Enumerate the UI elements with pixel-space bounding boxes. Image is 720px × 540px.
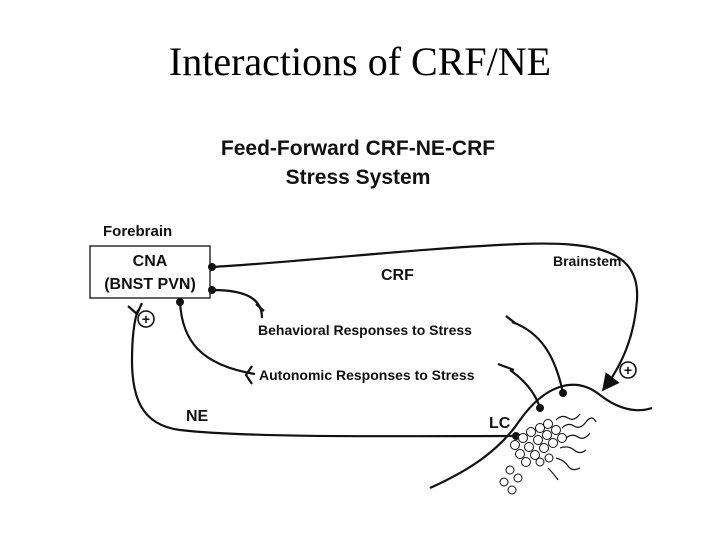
autonomic-fork-icon bbox=[244, 365, 253, 385]
lc-behavioral-fork-icon bbox=[505, 315, 516, 324]
cna-box bbox=[89, 245, 211, 299]
lc-behavioral-terminal bbox=[559, 389, 567, 397]
autonomic-pathway bbox=[178, 301, 256, 376]
behavioral-fork-icon bbox=[255, 303, 265, 312]
plus-sign-cna bbox=[137, 310, 155, 328]
brainstem-label: Brainstem bbox=[553, 253, 621, 269]
lc-autonomic-link bbox=[509, 369, 542, 409]
crf-label: CRF bbox=[381, 267, 414, 284]
lc-autonomic-terminal bbox=[536, 404, 544, 412]
crf-pathway-terminal bbox=[208, 263, 216, 271]
diagram-heading-line1: Feed-Forward CRF-NE-CRF bbox=[221, 137, 495, 160]
cna-box-line1: CNA bbox=[133, 253, 168, 270]
cna-box-line2: (BNST PVN) bbox=[104, 276, 196, 293]
crf-pathway bbox=[211, 242, 639, 392]
plus-sign-lc bbox=[619, 361, 637, 379]
lc-neuron-cluster bbox=[499, 419, 567, 495]
lc-behavioral-link bbox=[511, 320, 565, 394]
brainstem-outline bbox=[429, 383, 653, 490]
ne-label: NE bbox=[186, 408, 209, 425]
plus-sign-cna-text: + bbox=[142, 311, 150, 327]
lc-autonomic-fork-icon bbox=[497, 362, 515, 372]
behavioral-pathway bbox=[211, 288, 264, 319]
lc-dendrites bbox=[547, 413, 597, 481]
plus-sign-lc-text: + bbox=[624, 362, 632, 378]
ne-pathway bbox=[130, 309, 517, 438]
behavioral-pathway-terminal bbox=[208, 286, 216, 294]
diagram-heading-line2: Stress System bbox=[286, 166, 431, 189]
lc-label: LC bbox=[489, 415, 511, 432]
ne-fork-icon bbox=[127, 302, 144, 316]
behavioral-label: Behavioral Responses to Stress bbox=[258, 322, 472, 338]
autonomic-label: Autonomic Responses to Stress bbox=[259, 367, 475, 383]
forebrain-label: Forebrain bbox=[103, 223, 172, 240]
autonomic-pathway-terminal bbox=[176, 298, 184, 306]
slide-title: Interactions of CRF/NE bbox=[168, 39, 552, 84]
